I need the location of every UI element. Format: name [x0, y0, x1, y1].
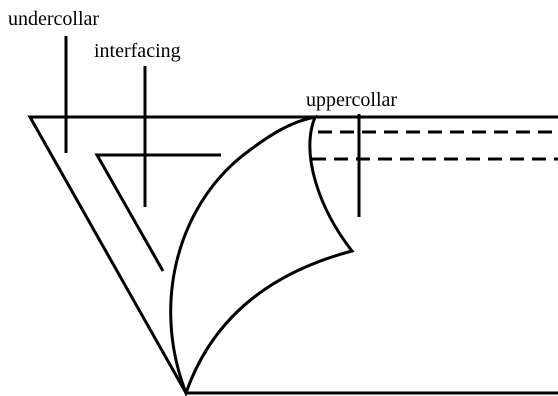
- undercollar-label: undercollar: [8, 8, 99, 30]
- uppercollar-label: uppercollar: [306, 89, 397, 111]
- interfacing-triangle: [94, 153, 221, 272]
- interfacing-label: interfacing: [94, 40, 181, 62]
- uppercollar-folded-flap: [169, 114, 355, 396]
- undercollar-outline: [27, 115, 558, 395]
